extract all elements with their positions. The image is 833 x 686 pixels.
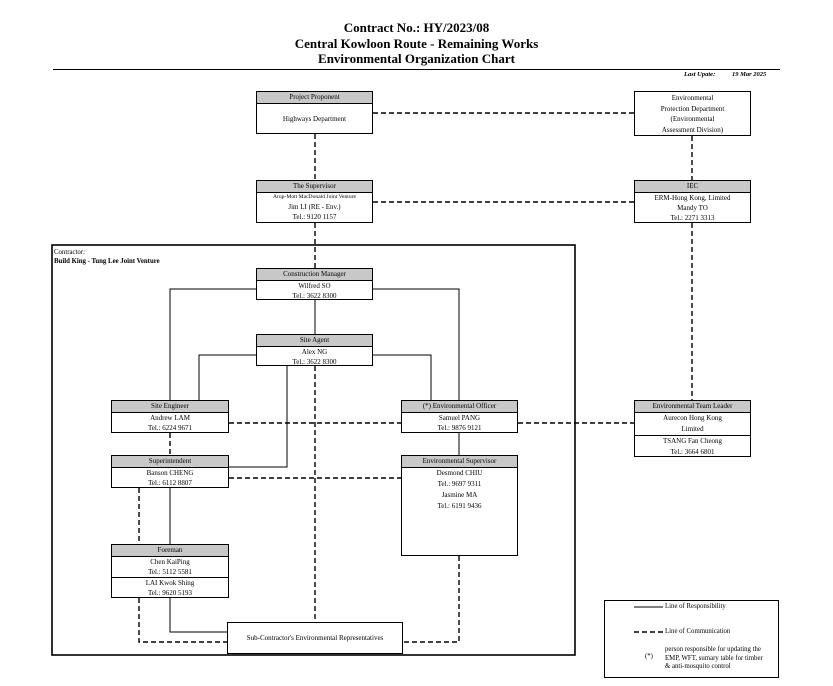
site-agent-tel: Tel.: 3622 8300 bbox=[292, 358, 337, 366]
header-rule bbox=[53, 69, 780, 70]
foreman-title: Foreman bbox=[112, 545, 228, 557]
env-team-leader-person: TSANG Fan Cheong bbox=[635, 435, 750, 447]
env-officer-title: (*) Environmental Officer bbox=[402, 401, 517, 413]
site-engineer-tel: Tel.: 6224 9671 bbox=[147, 424, 193, 432]
epd-line2: Protection Department bbox=[660, 104, 725, 113]
supervisor-title: The Supervisor bbox=[257, 181, 372, 193]
contractor-heading: Contractor: bbox=[54, 249, 85, 256]
dash-foreman-subcontractor bbox=[138, 598, 227, 643]
superintendent-tel: Tel.: 6112 8807 bbox=[148, 479, 192, 487]
last-update-value: 19 Mar 2025 bbox=[732, 71, 767, 78]
env-team-leader-company2: Limited bbox=[681, 425, 704, 433]
construction-manager-tel: Tel.: 3622 8300 bbox=[292, 292, 337, 300]
site-agent-name: Alex NG bbox=[301, 348, 328, 356]
foreman-box: Foreman Chen KaiPing Tel.: 5112 5581 LAI… bbox=[111, 544, 229, 598]
foreman-tel1: Tel.: 5112 5581 bbox=[148, 568, 192, 576]
legend-asterisk: (*) bbox=[645, 653, 653, 660]
site-engineer-title: Site Engineer bbox=[112, 401, 228, 413]
iec-company: ERM-Hong Kong, Limited bbox=[654, 194, 731, 202]
env-officer-name: Samuel PANG bbox=[438, 414, 481, 422]
construction-manager-box: Construction Manager Wilfred SO Tel.: 36… bbox=[256, 268, 373, 300]
contractor-name: Build King - Tung Lee Joint Venture bbox=[54, 258, 160, 265]
legend-note-line1: person responsible for updating the bbox=[665, 646, 761, 653]
title-contract-no: Contract No.: HY/2023/08 bbox=[343, 20, 490, 35]
legend-communication-label: Line of Communication bbox=[665, 628, 731, 635]
superintendent-name: Banson CHENG bbox=[146, 469, 194, 477]
epd-line4: Assessment Division) bbox=[661, 125, 724, 134]
env-officer-tel: Tel.: 9876 9121 bbox=[437, 424, 482, 432]
epd-line3: (Environmental bbox=[670, 115, 715, 123]
env-officer-box: (*) Environmental Officer Samuel PANG Te… bbox=[401, 400, 518, 433]
title-project: Central Kowloon Route - Remaining Works bbox=[294, 36, 539, 51]
supervisor-person: Jim LI (RE - Env.) bbox=[288, 203, 341, 211]
foreman-name2: LAI Kwok Shing bbox=[112, 577, 228, 588]
site-agent-box: Site Agent Alex NG Tel.: 3622 8300 bbox=[256, 334, 373, 366]
last-update-label: Last Upate: bbox=[684, 71, 716, 78]
project-proponent-title: Project Proponent bbox=[257, 92, 372, 104]
legend-responsibility-label: Line of Responsibility bbox=[665, 603, 726, 610]
title-chart: Environmental Organization Chart bbox=[318, 51, 515, 66]
site-engineer-name: Andrew LAM bbox=[150, 414, 190, 422]
project-proponent-box: Project Proponent Highways Department bbox=[256, 91, 373, 134]
subcontractor-box: Sub-Contractor's Environmental Represent… bbox=[227, 622, 403, 654]
iec-person: Mandy TO bbox=[677, 204, 708, 212]
legend-note-line3: & anti-mosquito control bbox=[665, 663, 731, 670]
supervisor-company: Arup-Mott MacDonald Joint Venture bbox=[272, 194, 356, 200]
line-agent-site-engineer bbox=[198, 354, 256, 400]
env-supervisor-name2: Jasmine MA bbox=[441, 491, 478, 499]
superintendent-box: Superintendent Banson CHENG Tel.: 6112 8… bbox=[111, 455, 229, 488]
contractor-frame bbox=[51, 244, 576, 656]
iec-title: IEC bbox=[635, 181, 750, 193]
epd-box: Environmental Protection Department (Env… bbox=[634, 91, 751, 136]
env-supervisor-name1: Desmond CHIU bbox=[436, 469, 483, 477]
foreman-tel2: Tel.: 9620 5193 bbox=[147, 589, 193, 597]
project-proponent-name: Highways Department bbox=[282, 115, 347, 123]
contractor-label: Contractor: Build King - Tung Lee Joint … bbox=[54, 248, 160, 266]
legend-note: person responsible for updating the EMP,… bbox=[665, 646, 763, 672]
construction-manager-name: Wilfred SO bbox=[298, 282, 331, 290]
env-supervisor-box: Environmental Supervisor Desmond CHIU Te… bbox=[401, 455, 518, 556]
legend: Line of Responsibility Line of Communica… bbox=[604, 600, 779, 678]
line-agent-env-officer bbox=[373, 354, 432, 400]
env-supervisor-title: Environmental Supervisor bbox=[402, 456, 517, 468]
superintendent-title: Superintendent bbox=[112, 456, 228, 468]
line-foreman-subcontractor bbox=[169, 598, 227, 633]
env-supervisor-tel2: Tel.: 6191 9436 bbox=[437, 502, 482, 510]
site-engineer-box: Site Engineer Andrew LAM Tel.: 6224 9671 bbox=[111, 400, 229, 433]
iec-box: IEC ERM-Hong Kong, Limited Mandy TO Tel.… bbox=[634, 180, 751, 223]
line-cm-env-officer bbox=[373, 288, 460, 400]
iec-tel: Tel.: 2271 3313 bbox=[670, 214, 715, 222]
env-team-leader-title: Environmental Team Leader bbox=[635, 401, 750, 413]
supervisor-box: The Supervisor Arup-Mott MacDonald Joint… bbox=[256, 180, 373, 223]
epd-line1: Environmental bbox=[671, 94, 714, 102]
line-agent-superintendent bbox=[227, 366, 288, 468]
foreman-name1: Chen KaiPing bbox=[150, 558, 190, 566]
env-team-leader-company1: Aurecon Hong Kong bbox=[663, 414, 722, 422]
supervisor-tel: Tel.: 9120 1157 bbox=[292, 213, 337, 221]
line-cm-site-engineer bbox=[169, 288, 256, 400]
env-team-leader-box: Environmental Team Leader Aurecon Hong K… bbox=[634, 400, 751, 457]
construction-manager-title: Construction Manager bbox=[257, 269, 372, 281]
env-supervisor-tel1: Tel.: 9697 9311 bbox=[437, 480, 482, 488]
site-agent-title: Site Agent bbox=[257, 335, 372, 347]
subcontractor-label: Sub-Contractor's Environmental Represent… bbox=[246, 634, 384, 642]
dash-supervisor-subcontractor bbox=[403, 556, 460, 643]
env-team-leader-tel: Tel.: 3664 6801 bbox=[670, 448, 715, 456]
legend-note-line2: EMP, WFT, sumary table for timber bbox=[665, 654, 763, 662]
